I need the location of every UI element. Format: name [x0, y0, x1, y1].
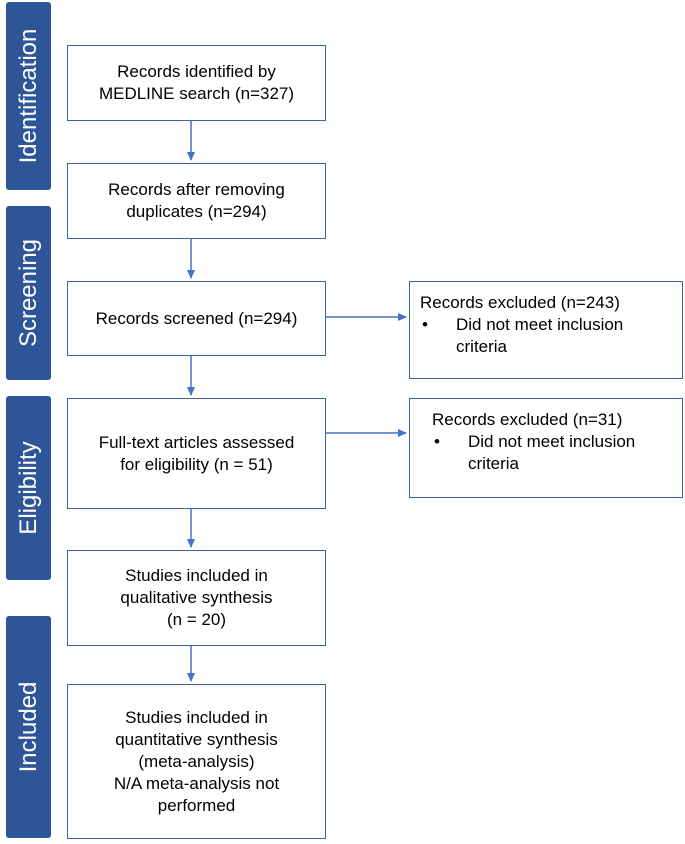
- records-screened-text: Records screened (n=294): [95, 308, 298, 328]
- eligibility-excluded-title: Records excluded (n=31): [432, 410, 623, 429]
- screening-excluded-box: Records excluded (n=243) • Did not meet …: [409, 281, 683, 379]
- quantitative-synthesis-box: Studies included in quantitative synthes…: [67, 684, 326, 839]
- stage-included: Included: [6, 616, 51, 838]
- eligibility-excluded-box: Records excluded (n=31) • Did not meet i…: [409, 398, 683, 498]
- full-text-assessed-text: Full-text articles assessed for eligibil…: [98, 432, 295, 474]
- qualitative-synthesis-box: Studies included in qualitative synthesi…: [67, 550, 326, 646]
- records-identified-box: Records identified by MEDLINE search (n=…: [67, 45, 326, 121]
- stage-eligibility: Eligibility: [6, 396, 51, 580]
- screening-excluded-reason: Did not meet inclusion criteria: [456, 315, 624, 356]
- stage-included-label: Included: [14, 681, 42, 773]
- records-screened-box: Records screened (n=294): [67, 281, 326, 356]
- eligibility-excluded-bullet: •: [434, 432, 440, 451]
- screening-excluded-title: Records excluded (n=243): [420, 293, 620, 312]
- stage-eligibility-label: Eligibility: [14, 441, 42, 535]
- records-identified-text: Records identified by MEDLINE search (n=…: [98, 62, 295, 103]
- records-after-duplicates-box: Records after removing duplicates (n=294…: [67, 163, 326, 239]
- stage-screening-label: Screening: [14, 238, 42, 348]
- stage-screening: Screening: [6, 206, 51, 380]
- qualitative-synthesis-text: Studies included in qualitative synthesi…: [120, 566, 273, 629]
- eligibility-excluded-reason-row: • Did not meet inclusion criteria: [420, 431, 672, 475]
- full-text-assessed-box: Full-text articles assessed for eligibil…: [67, 398, 326, 509]
- screening-excluded-bullet: •: [422, 315, 428, 334]
- records-after-duplicates-text: Records after removing duplicates (n=294…: [108, 180, 285, 221]
- stage-identification: Identification: [6, 2, 51, 190]
- quantitative-synthesis-text: Studies included in quantitative synthes…: [113, 707, 280, 815]
- eligibility-excluded-reason: Did not meet inclusion criteria: [468, 432, 636, 473]
- stage-identification-label: Identification: [14, 28, 42, 164]
- screening-excluded-reason-row: • Did not meet inclusion criteria: [420, 314, 672, 358]
